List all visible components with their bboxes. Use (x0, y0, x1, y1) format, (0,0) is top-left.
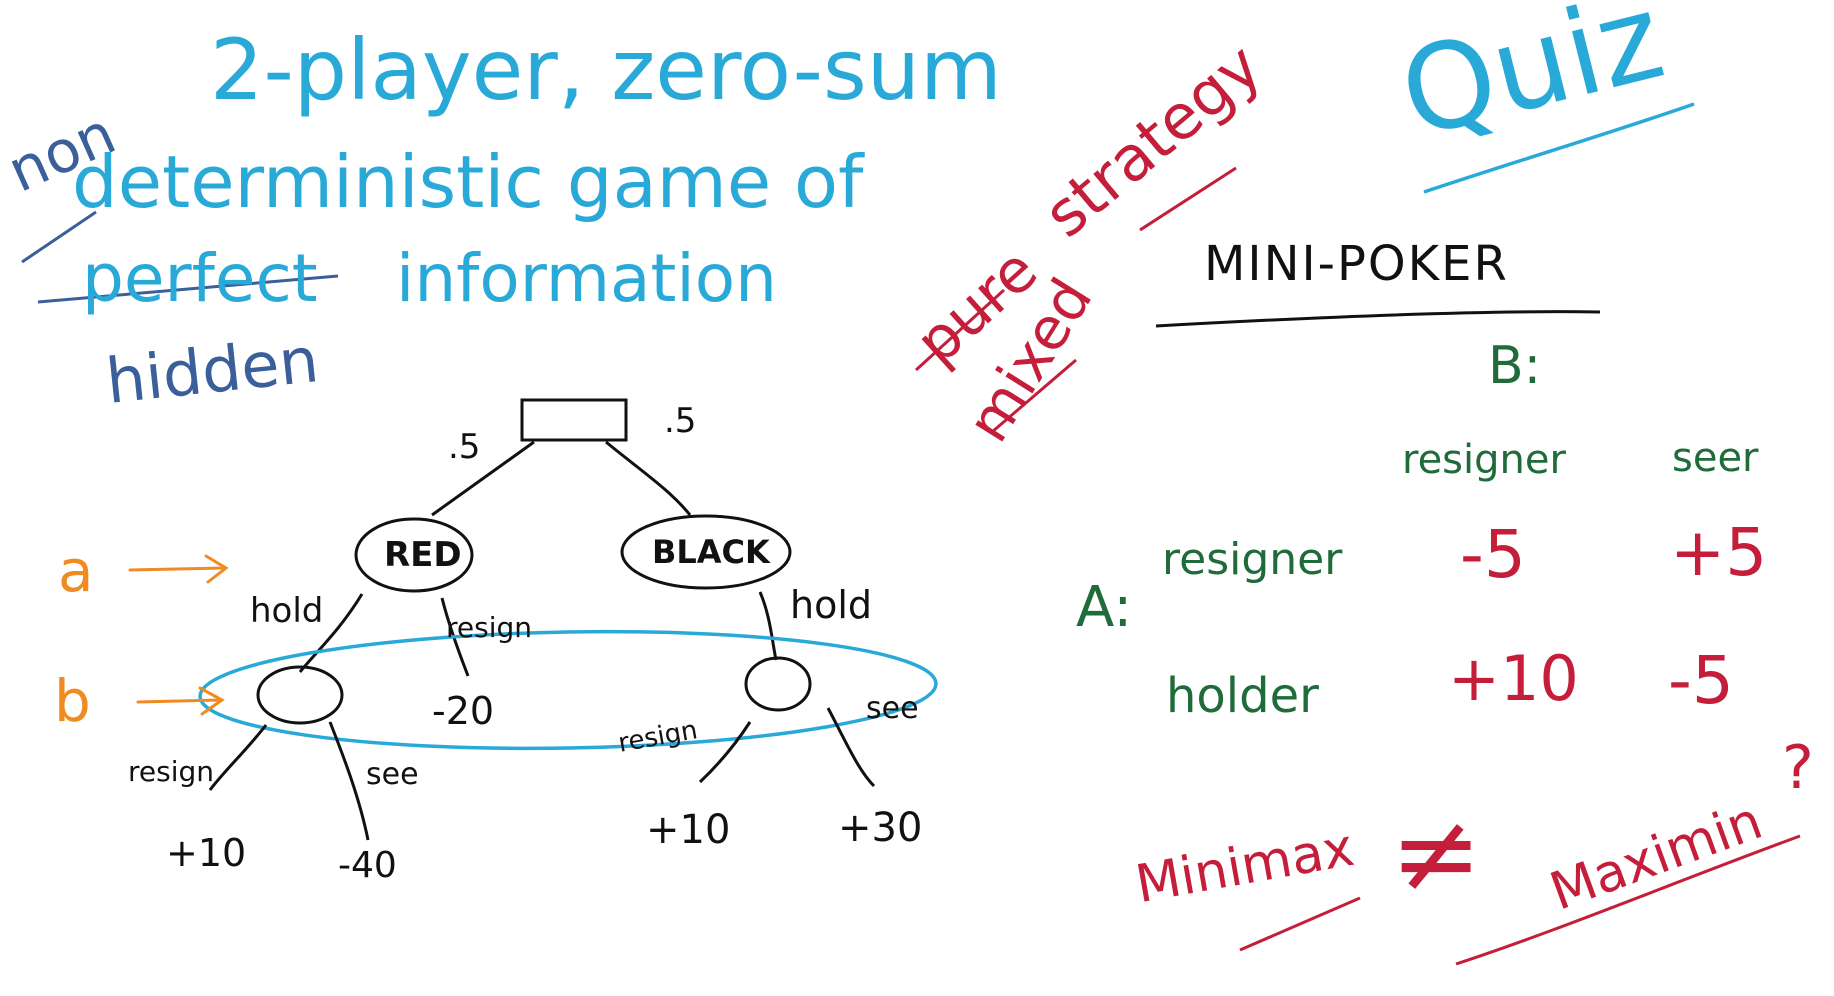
node-red-shape (354, 517, 474, 593)
payoff-1: +10 (166, 831, 247, 875)
information-set (198, 629, 938, 751)
game-title: MINI-POKER (1204, 236, 1509, 292)
root-prob-right: .5 (664, 401, 697, 441)
marker-b: b (54, 667, 91, 735)
matrix-row-label-1: resigner (1162, 534, 1343, 585)
edge-br-resign (698, 721, 752, 784)
edge-bl-see (328, 721, 370, 841)
edge-red-hold (298, 593, 364, 673)
underline-strategy (1139, 166, 1237, 232)
marker-a: a (58, 537, 94, 605)
matrix-row-player: A: (1076, 575, 1133, 640)
edge-root-black (605, 440, 692, 516)
neq-sign: ≠ (1390, 789, 1483, 917)
root-box (520, 398, 628, 442)
arrow-b (136, 686, 225, 716)
question-mark: ? (1782, 733, 1814, 803)
edge-br-see (826, 707, 876, 788)
underline-minipoker (1155, 310, 1601, 328)
note-information: information (396, 240, 777, 317)
node-b-left (256, 665, 344, 725)
matrix-cell-2-2: -5 (1668, 642, 1734, 719)
edge-bl-resign (208, 724, 268, 791)
note-deterministic: deterministic game of (72, 140, 864, 224)
node-black-shape (620, 514, 792, 590)
edge-red-resign (440, 597, 470, 677)
node-b-right (744, 656, 812, 712)
title-line1: 2-player, zero-sum (210, 21, 1002, 119)
edge-black-hold (758, 591, 778, 661)
label-black-hold: hold (790, 583, 873, 627)
matrix-cell-1-1: -5 (1460, 516, 1526, 593)
matrix-col-player: B: (1488, 336, 1542, 396)
matrix-cell-2-1: +10 (1448, 642, 1579, 715)
underline-minimax (1239, 896, 1361, 952)
strike-perfect (37, 274, 339, 304)
underline-mixed (991, 358, 1077, 434)
label-bl-see: see (366, 757, 419, 792)
payoff-red-resign: -20 (432, 689, 495, 733)
payoff-4: +30 (838, 805, 923, 851)
node-black-label: BLACK (652, 533, 770, 571)
matrix-col-header-2: seer (1672, 435, 1759, 481)
matrix-cell-1-2: +5 (1670, 514, 1768, 591)
root-prob-left: .5 (448, 427, 481, 467)
matrix-col-header-1: resigner (1402, 437, 1566, 483)
label-red-hold: hold (250, 591, 324, 631)
strike-pure (914, 288, 1006, 372)
edge-root-red (431, 440, 535, 517)
node-red-label: RED (384, 535, 462, 575)
underline-maximin (1455, 834, 1801, 966)
note-perfect: perfect (82, 240, 318, 317)
underline-quiz (1423, 102, 1695, 194)
payoff-2: -40 (338, 845, 397, 886)
arrow-a (128, 554, 229, 584)
matrix-row-label-2: holder (1166, 668, 1319, 724)
label-br-see: see (866, 691, 919, 726)
label-bl-resign: resign (128, 755, 215, 788)
label-red-resign: resign (446, 611, 533, 644)
payoff-3: +10 (646, 807, 731, 853)
strike-non (21, 210, 97, 264)
